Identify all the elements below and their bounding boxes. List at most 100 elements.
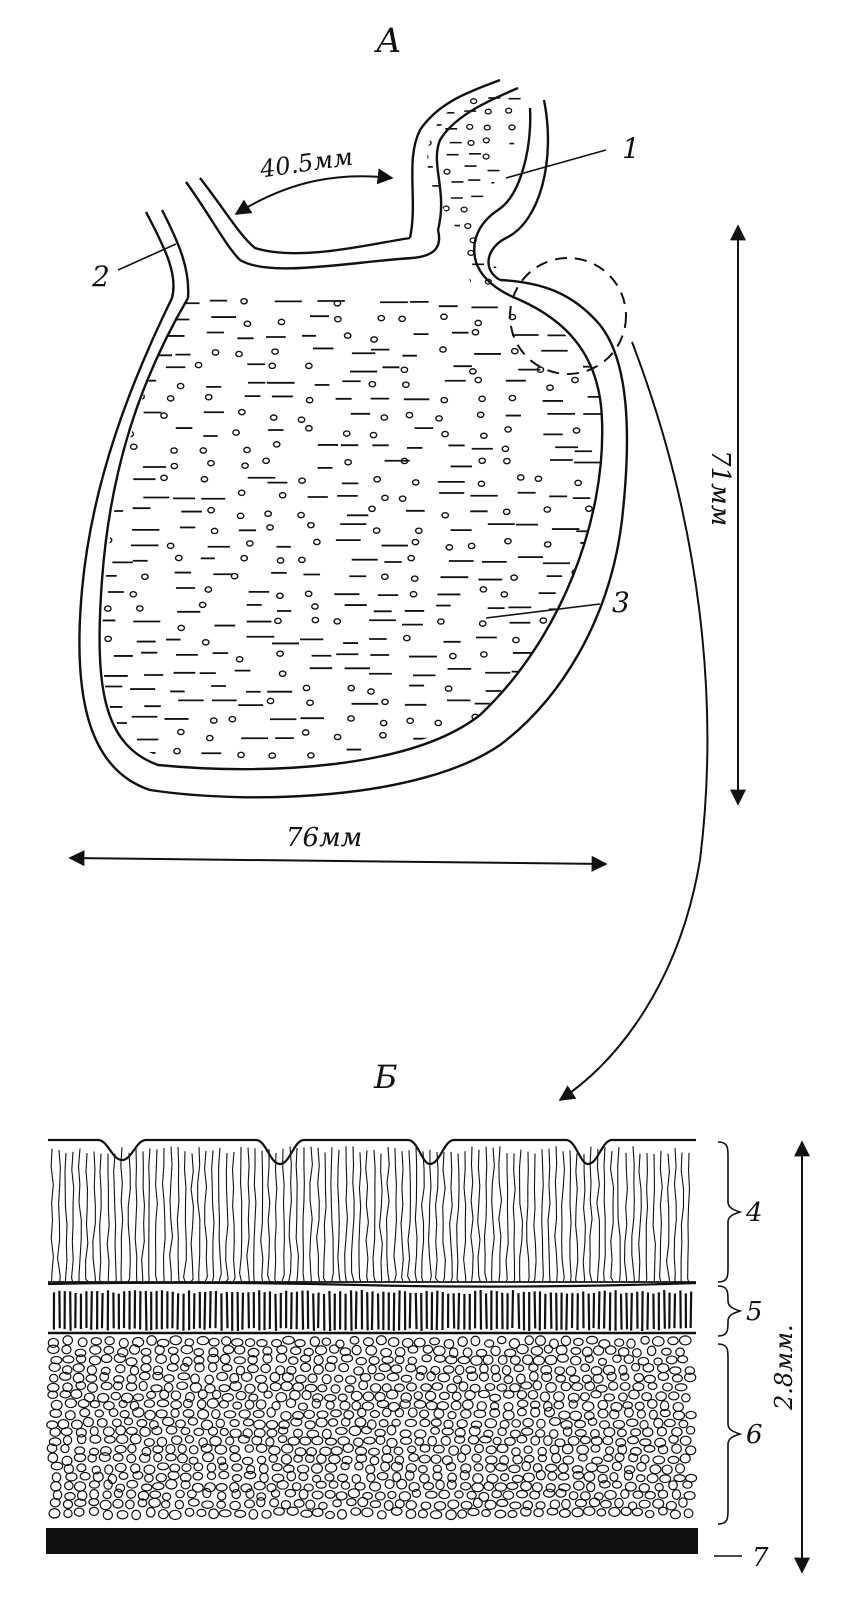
submucosa-cell (260, 1363, 272, 1374)
submucosa-cell (579, 1392, 591, 1402)
submucosa-cell (89, 1489, 100, 1500)
submucosa-cell (404, 1470, 415, 1481)
content-granule (243, 320, 252, 328)
submucosa-cell (560, 1335, 572, 1347)
submucosa-cell (558, 1508, 571, 1518)
submucosa-cell (374, 1391, 386, 1402)
submucosa-cell (238, 1409, 251, 1419)
gland-line (407, 1150, 411, 1282)
submucosa-cell (495, 1462, 508, 1472)
submucosa-cell (653, 1417, 664, 1429)
submucosa-cell (354, 1461, 364, 1471)
gland-line (442, 1152, 446, 1282)
duodenum-right-wall-2 (487, 99, 550, 282)
submucosa-cell (110, 1391, 122, 1401)
content-granule (304, 362, 313, 370)
gland-line (330, 1147, 334, 1282)
submucosa-cell (198, 1437, 208, 1448)
palisade-stroke (533, 1291, 537, 1329)
palisade-stroke (630, 1292, 633, 1331)
submucosa-cell (673, 1474, 686, 1483)
submucosa-cell (298, 1488, 309, 1500)
submucosa-cell (381, 1355, 394, 1364)
submucosa-cell (532, 1355, 546, 1366)
duodenum-contents (427, 97, 524, 298)
content-granule (204, 586, 213, 593)
submucosa-cell (64, 1410, 76, 1421)
submucosa-cell (528, 1370, 539, 1382)
submucosa-cell (100, 1366, 111, 1376)
submucosa-cell (515, 1489, 529, 1499)
submucosa-cell (268, 1454, 279, 1463)
content-granule (543, 506, 552, 513)
submucosa-cell (592, 1373, 604, 1384)
content-granule (464, 222, 472, 230)
submucosa-cell (669, 1509, 681, 1520)
submucosa-cell (683, 1372, 697, 1383)
submucosa-cell (292, 1410, 305, 1420)
submucosa-cell (685, 1445, 697, 1456)
content-granule (236, 512, 245, 520)
content-granule (440, 313, 448, 321)
submucosa-cell (347, 1488, 361, 1499)
submucosa-cell (72, 1363, 85, 1373)
submucosa-cell (466, 1371, 479, 1382)
submucosa-cell (208, 1337, 220, 1347)
submucosa-cell (151, 1425, 163, 1436)
submucosa-cell (255, 1443, 268, 1454)
content-granule (380, 414, 389, 421)
gland-line (141, 1151, 145, 1282)
submucosa-cell (299, 1354, 312, 1363)
submucosa-cell (155, 1353, 168, 1365)
submucosa-cell (179, 1472, 192, 1483)
gland-line (569, 1150, 572, 1282)
submucosa-cell (181, 1463, 192, 1473)
content-granule (441, 511, 450, 519)
submucosa-cell (176, 1381, 189, 1391)
submucosa-cell (148, 1497, 161, 1508)
submucosa-cell (311, 1474, 322, 1483)
content-granule (479, 651, 488, 658)
duodenum-right-wall (473, 107, 532, 263)
content-granule (477, 480, 486, 488)
submucosa-cell (59, 1390, 72, 1399)
submucosa-cell (640, 1335, 650, 1345)
submucosa-cell (127, 1443, 137, 1454)
gland-line (134, 1148, 138, 1282)
submucosa-cell (610, 1401, 623, 1413)
gland-line (673, 1148, 677, 1282)
submucosa-cell (548, 1338, 559, 1349)
submucosa-cell (129, 1365, 140, 1376)
submucosa-cell (60, 1427, 73, 1436)
submucosa-cell (103, 1435, 116, 1444)
submucosa-cell (100, 1353, 113, 1364)
submucosa-cell (284, 1488, 297, 1498)
submucosa-cell (593, 1492, 604, 1501)
palisade-stroke (241, 1292, 245, 1330)
content-granule (278, 670, 287, 677)
submucosa-cell (431, 1382, 444, 1391)
submucosa-cell (484, 1418, 498, 1429)
submucosa-cell (82, 1416, 94, 1428)
submucosa-cell (638, 1483, 650, 1493)
submucosa-cell (123, 1417, 134, 1426)
submucosa-cell (630, 1428, 642, 1437)
submucosa-cell (394, 1499, 405, 1509)
content-granule (201, 639, 210, 646)
submucosa-cell (386, 1372, 400, 1382)
content-granule (537, 720, 545, 727)
submucosa-cell (600, 1499, 612, 1509)
palisade-stroke (587, 1293, 591, 1331)
content-granule (276, 650, 284, 657)
submucosa-cell (292, 1428, 304, 1438)
content-granule (166, 395, 175, 402)
submucosa-cell (73, 1481, 87, 1492)
gland-line (106, 1153, 110, 1282)
submucosa-cell (415, 1371, 425, 1381)
submucosa-cell (539, 1391, 551, 1403)
stomach-inner-wall (98, 261, 604, 771)
submucosa-cell (52, 1489, 63, 1501)
submucosa-cell (196, 1399, 207, 1410)
submucosa-cell (229, 1419, 240, 1428)
content-granule (468, 368, 477, 375)
